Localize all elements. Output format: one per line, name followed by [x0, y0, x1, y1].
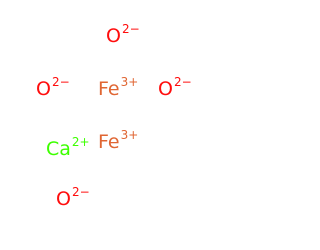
ion-charge: 2−	[173, 75, 192, 89]
ion-charge: 2+	[71, 135, 90, 149]
element-symbol: Fe	[98, 78, 120, 100]
iron-ion: Fe3+	[98, 76, 138, 100]
ion-charge: 2−	[121, 22, 140, 36]
element-symbol: O	[158, 78, 173, 100]
oxide-ion: O2−	[36, 76, 70, 100]
element-symbol: O	[56, 188, 71, 210]
element-symbol: O	[36, 78, 51, 100]
element-symbol: Fe	[98, 131, 120, 153]
element-symbol: Ca	[46, 138, 71, 160]
calcium-ion: Ca2+	[46, 136, 90, 160]
ion-charge: 3+	[120, 128, 139, 142]
ion-charge: 2−	[51, 75, 70, 89]
oxide-ion: O2−	[158, 76, 192, 100]
iron-ion: Fe3+	[98, 129, 138, 153]
oxide-ion: O2−	[56, 186, 90, 210]
ion-charge: 2−	[71, 185, 90, 199]
oxide-ion: O2−	[106, 23, 140, 47]
structure-diagram: O2− O2− Fe3+ O2− Fe3+ Ca2+ O2−	[36, 23, 192, 210]
element-symbol: O	[106, 25, 121, 47]
ion-charge: 3+	[120, 75, 139, 89]
